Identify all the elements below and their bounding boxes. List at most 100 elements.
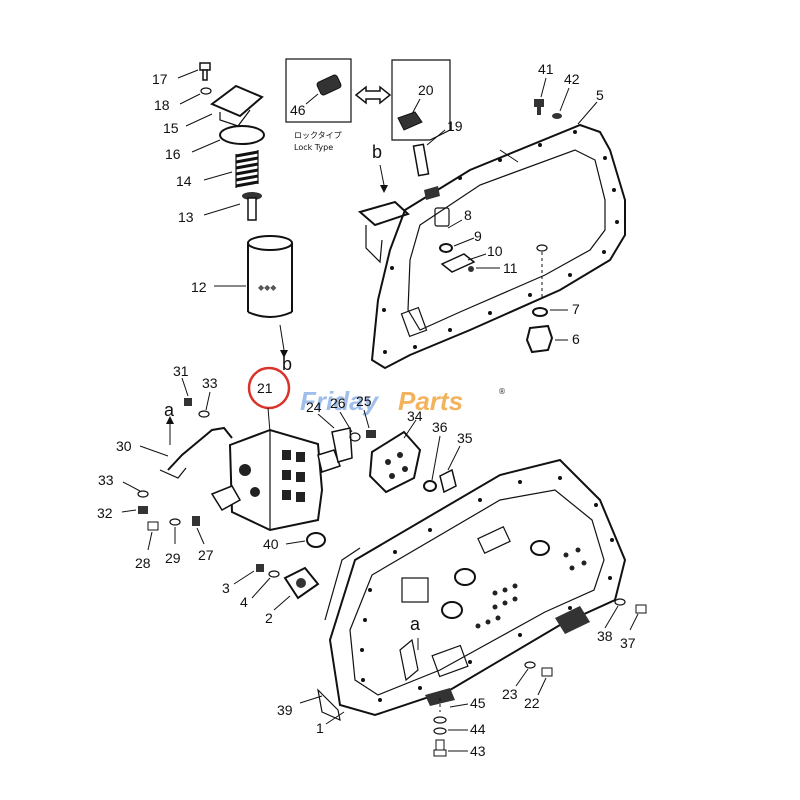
filter-assembly: 17 18 15 16 14 13 ◆◆◆ [152,62,293,374]
callout-11: 11 [503,260,518,276]
bracket-24-icon [331,427,353,463]
drain-plug-stack: 45 44 43 [433,695,486,759]
pipe-30-icon [167,426,233,471]
flow-arrow-b [279,324,285,351]
case-fittings [399,526,590,706]
cover-8-group: 8 [434,207,472,229]
callout-45: 45 [470,695,486,711]
bolt-28-group: 28 [135,521,159,571]
filler-neck [357,200,410,227]
marker-b-lower: b [282,354,292,374]
bolt-31-icon [184,398,192,406]
callout-7: 7 [572,301,580,317]
spring-14-icon [235,150,259,188]
bolt-25-icon [366,430,376,438]
watermark-text-1: Friday [300,386,380,416]
o-ring-16-icon [219,125,265,145]
callout-23: 23 [502,686,518,702]
lock-type-jp: ロックタイプ [294,131,342,140]
inset-box-20 [391,59,451,141]
callout-32: 32 [97,505,113,521]
callout-46: 46 [290,102,306,118]
callout-44: 44 [470,721,486,737]
washer-33-upper-icon [198,410,210,418]
callout-14: 14 [176,173,192,189]
callout-10: 10 [487,243,503,259]
callout-2: 2 [265,610,273,626]
plate-10-group: 10 [440,243,503,273]
bolt-27-icon [192,516,200,526]
callout-29: 29 [165,550,181,566]
callout-31: 31 [173,363,189,379]
highlight-circle [247,366,291,410]
bolt-11-group: 11 [468,260,518,276]
washer-26-group: 26 [330,395,361,442]
inset-box-46 [285,58,352,123]
washer-33a-group: 33 [198,375,218,418]
o-ring-9-icon [439,243,453,253]
washer-4-icon [268,570,280,578]
callout-9: 9 [474,228,482,244]
highlight-21[interactable]: 21 [247,366,291,433]
callout-36: 36 [432,419,448,435]
washer-44-icon [433,727,447,735]
plate-8-icon [434,207,450,227]
lower-case: a [317,458,627,722]
callout-18: 18 [154,97,170,113]
cover-15-icon [210,84,264,127]
bolt-32-group: 32 [97,505,148,521]
bolt-37-group: 37 [620,604,647,651]
lock-type-en: Lock Type [294,143,333,152]
callout-25: 25 [356,393,372,409]
lock-type-inset: 46 ロックタイプ Lock Type 20 [285,58,451,152]
bolt-22-icon [541,667,553,677]
callout-20: 20 [418,82,434,98]
oring-36-group: 36 [423,419,448,492]
drain-plug-6-icon [525,324,554,354]
case-bolt-holes [360,476,614,702]
watermark-mark: ® [498,387,506,396]
callout-5: 5 [596,87,604,103]
callout-27: 27 [198,547,214,563]
bolt-37-icon [635,604,647,614]
bolt-25-group: 25 [356,393,376,438]
callout-26: 26 [330,395,346,411]
leader-20 [411,98,421,115]
callout-40: 40 [263,536,279,552]
plug-19-group: 19 [412,118,463,200]
marker-a-lower: a [410,614,421,634]
filter-element-12-icon: ◆◆◆ [247,235,293,318]
bracket-24-group: 24 [306,399,353,463]
callout-15: 15 [163,120,179,136]
lock-cap-46-icon [316,74,342,96]
o-ring-36-icon [423,480,437,492]
callout-41: 41 [538,61,554,77]
svg-text:◆◆◆: ◆◆◆ [258,283,277,292]
washer-33-lower-icon [137,490,149,498]
callout-21[interactable]: 21 [257,380,273,396]
bolt-31-group: 31 [173,363,192,406]
bolt-27-group: 27 [192,516,214,563]
leader-46 [305,93,319,105]
callout-6: 6 [572,331,580,347]
plug-35-group: 35 [439,430,473,494]
cover-34-group: 34 [368,408,423,494]
pipe-30-group: 30 [116,426,233,479]
callout-42: 42 [564,71,580,87]
callout-37: 37 [620,635,636,651]
oring-40-group: 40 [263,532,326,552]
washer-4-group: 4 [240,570,280,610]
plate-10-icon [440,253,476,273]
callout-35: 35 [457,430,473,446]
washer-38-group: 38 [597,598,626,644]
washer-33b-group: 33 [98,472,149,498]
double-arrow-icon [354,85,392,105]
callout-30: 30 [116,438,132,454]
o-ring-40-icon [306,532,326,548]
washer-18-icon [200,87,212,95]
callout-28: 28 [135,555,151,571]
callout-34: 34 [407,408,423,424]
control-valve-body [210,428,341,532]
washer-38-icon [614,598,626,606]
